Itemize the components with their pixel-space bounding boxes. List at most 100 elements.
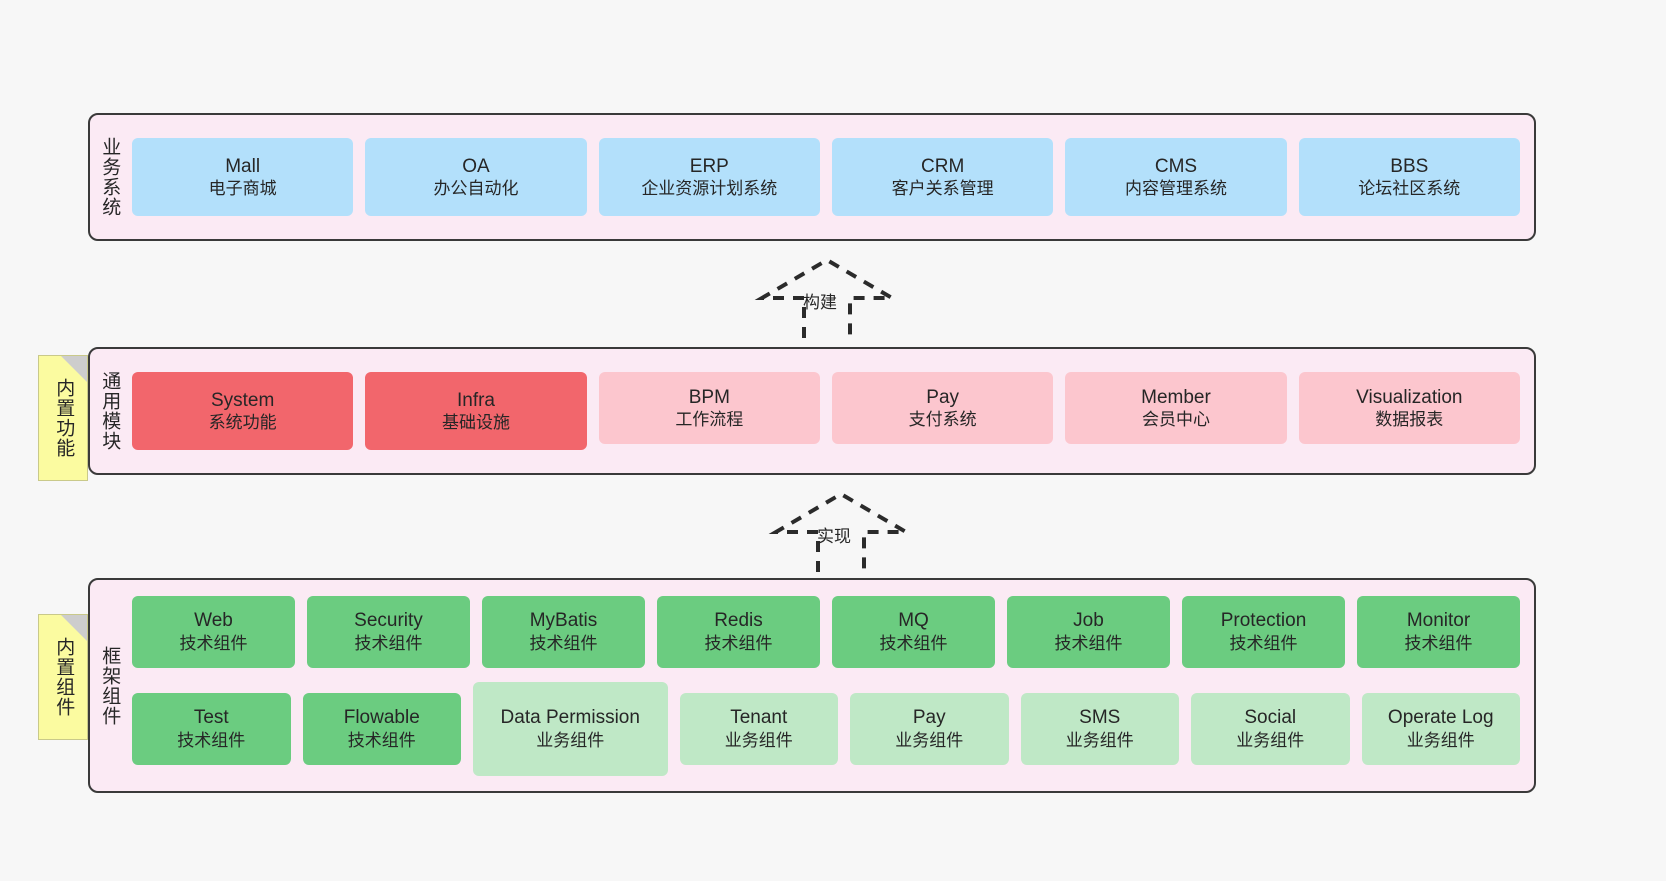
node-tenant[interactable]: Tenant 业务组件 [679,692,838,765]
node-subtitle: 办公自动化 [433,179,519,199]
node-subtitle: 技术组件 [529,633,598,653]
node-title: Test [193,707,229,729]
node-title: CMS [1154,155,1198,177]
node-row: Web 技术组件 Security 技术组件 MyBatis 技术组件 Redi… [132,595,1520,668]
layer-framework-component: 框架组件 Web 技术组件 Security 技术组件 MyBatis 技术组件… [88,578,1536,793]
node-subtitle: 业务组件 [895,730,964,750]
node-title: Social [1244,707,1297,729]
node-infra[interactable]: Infra 基础设施 [365,372,587,450]
layer-body-business-system: Mall 电子商城 OA 办公自动化 ERP 企业资源计划系统 CRM 客户关系… [128,115,1534,239]
node-test[interactable]: Test 技术组件 [132,692,291,765]
layer-business-system: 业务系统 Mall 电子商城 OA 办公自动化 ERP 企业资源计划系统 CRM… [88,113,1536,241]
node-member[interactable]: Member 会员中心 [1065,372,1287,444]
node-title: Security [354,610,423,632]
node-subtitle: 技术组件 [1229,633,1298,653]
node-erp[interactable]: ERP 企业资源计划系统 [598,138,820,216]
node-subtitle: 数据报表 [1375,410,1444,430]
node-title: BBS [1390,155,1429,177]
connector-implement: 实现 [768,491,914,574]
node-subtitle: 技术组件 [1404,633,1473,653]
node-subtitle: 电子商城 [208,179,277,199]
node-title: ERP [689,155,729,177]
node-title: Flowable [343,707,420,729]
node-subtitle: 企业资源计划系统 [641,179,778,199]
node-row: Mall 电子商城 OA 办公自动化 ERP 企业资源计划系统 CRM 客户关系… [128,138,1534,216]
node-mall[interactable]: Mall 电子商城 [132,138,354,216]
node-subtitle: 业务组件 [536,730,605,750]
node-subtitle: 系统功能 [208,413,277,433]
layer-body-framework-component: Web 技术组件 Security 技术组件 MyBatis 技术组件 Redi… [128,580,1534,791]
node-title: Tenant [730,707,788,729]
node-title: Pay [912,707,946,729]
connector-build: 构建 [754,257,900,340]
node-subtitle: 业务组件 [1236,730,1305,750]
node-subtitle: 基础设施 [441,413,510,433]
node-security[interactable]: Security 技术组件 [307,595,470,668]
connector-build-label: 构建 [803,293,837,312]
node-subtitle: 论坛社区系统 [1358,179,1461,199]
node-title: System [210,389,275,411]
node-row: Test 技术组件 Flowable 技术组件 Data Permission … [132,681,1520,776]
node-title: MyBatis [529,610,598,632]
sticky-note-builtin-feature: 内置功能 [38,355,88,481]
node-subtitle: 业务组件 [1065,730,1134,750]
sticky-note-label: 内置功能 [53,378,75,458]
node-title: MQ [898,610,929,632]
node-title: OA [462,155,490,177]
node-title: Data Permission [500,707,640,729]
node-visualization[interactable]: Visualization 数据报表 [1298,372,1520,444]
sticky-note-builtin-component: 内置组件 [38,614,88,740]
node-title: Pay [926,386,960,408]
node-oa[interactable]: OA 办公自动化 [365,138,587,216]
node-title: Visualization [1356,386,1463,408]
node-subtitle: 技术组件 [347,730,416,750]
layer-title-common-module: 通用模块 [99,371,121,451]
node-sms[interactable]: SMS 业务组件 [1020,692,1179,765]
node-bbs[interactable]: BBS 论坛社区系统 [1298,138,1520,216]
node-subtitle: 内容管理系统 [1124,179,1227,199]
node-web[interactable]: Web 技术组件 [132,595,295,668]
node-bpm[interactable]: BPM 工作流程 [598,372,820,444]
node-title: Redis [714,610,763,632]
node-subtitle: 技术组件 [1054,633,1123,653]
node-mq[interactable]: MQ 技术组件 [832,595,995,668]
node-social[interactable]: Social 业务组件 [1191,692,1350,765]
node-subtitle: 技术组件 [879,633,948,653]
node-cms[interactable]: CMS 内容管理系统 [1065,138,1287,216]
node-system[interactable]: System 系统功能 [132,372,354,450]
node-monitor[interactable]: Monitor 技术组件 [1357,595,1520,668]
node-subtitle: 会员中心 [1141,410,1210,430]
layer-common-module: 通用模块 System 系统功能 Infra 基础设施 BPM 工作流程 Pay… [88,347,1536,475]
node-operate-log[interactable]: Operate Log 业务组件 [1361,692,1520,765]
node-protection[interactable]: Protection 技术组件 [1182,595,1345,668]
node-mybatis[interactable]: MyBatis 技术组件 [482,595,645,668]
node-subtitle: 工作流程 [675,410,744,430]
node-data-permission[interactable]: Data Permission 业务组件 [473,681,668,776]
node-title: Mall [225,155,261,177]
node-subtitle: 业务组件 [724,730,793,750]
node-subtitle: 业务组件 [1406,730,1475,750]
node-title: SMS [1079,707,1121,729]
node-title: Protection [1220,610,1307,632]
node-title: Operate Log [1387,707,1494,729]
node-pay-module[interactable]: Pay 支付系统 [831,372,1054,444]
node-flowable[interactable]: Flowable 技术组件 [302,692,461,765]
node-title: Web [194,610,233,632]
layer-title-framework-component: 框架组件 [99,645,121,726]
node-subtitle: 支付系统 [908,410,977,430]
node-row: System 系统功能 Infra 基础设施 BPM 工作流程 Pay 支付系统… [128,372,1534,450]
node-subtitle: 技术组件 [354,633,423,653]
node-title: Member [1141,386,1211,408]
node-subtitle: 技术组件 [177,730,246,750]
node-redis[interactable]: Redis 技术组件 [657,595,820,668]
folded-corner-icon [61,356,87,382]
node-job[interactable]: Job 技术组件 [1007,595,1170,668]
node-crm[interactable]: CRM 客户关系管理 [831,138,1054,216]
node-pay-component[interactable]: Pay 业务组件 [850,692,1009,765]
layer-body-common-module: System 系统功能 Infra 基础设施 BPM 工作流程 Pay 支付系统… [128,349,1534,473]
node-subtitle: 技术组件 [179,633,248,653]
node-subtitle: 客户关系管理 [891,179,994,199]
node-title: Job [1073,610,1104,632]
layer-title-business-system: 业务系统 [99,137,121,217]
